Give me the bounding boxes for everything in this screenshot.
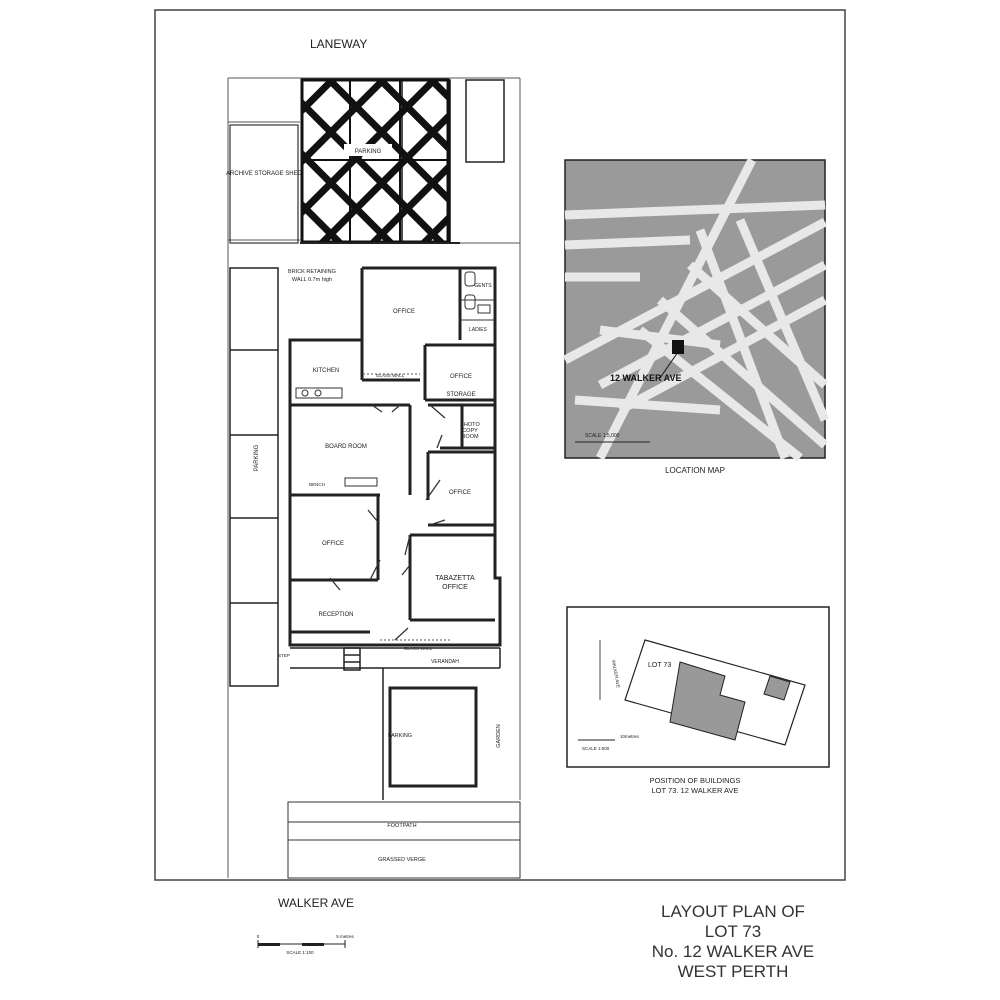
verandah	[290, 647, 501, 671]
archive-shed-label: ARCHIVE STORAGE SHED	[226, 171, 303, 177]
title-line-1: LAYOUT PLAN OF	[661, 902, 805, 921]
pergola-parking: PARKING	[300, 78, 451, 244]
step-label: STEP	[278, 653, 290, 658]
scale-bar	[257, 940, 346, 948]
room-tabazetta-2: OFFICE	[442, 584, 468, 591]
walker-ave-label: WALKER AVE	[278, 896, 354, 910]
position-map-lot: LOT 73	[648, 662, 671, 669]
title-line-4: WEST PERTH	[678, 962, 789, 981]
utility-box	[465, 79, 505, 163]
location-map-scale: SCALE 1:5,000	[585, 433, 620, 439]
position-map	[566, 606, 830, 768]
title-line-2: LOT 73	[705, 922, 761, 941]
retaining-wall-label-2: WALL 0.7m high	[292, 277, 332, 283]
sheet-border	[154, 9, 846, 881]
parking-top-label: PARKING	[355, 149, 382, 155]
room-storage: STORAGE	[446, 392, 475, 398]
street-frontage	[287, 801, 521, 879]
toilet-fixtures	[460, 271, 495, 321]
room-reception: RECEPTION	[318, 612, 353, 618]
location-map-highlight: 12 WALKER AVE	[610, 373, 682, 383]
footpath-label: FOOTPATH	[387, 823, 416, 829]
position-map-street: WALKER AVE	[611, 659, 621, 688]
scale-bar-label: SCALE 1:100	[286, 950, 314, 955]
retaining-wall-label-1: BRICK RETAINING	[288, 269, 336, 275]
room-office-3: OFFICE	[449, 490, 471, 496]
room-photo-copy-2: COPY	[462, 428, 478, 434]
room-tabazetta-1: TABAZETTA	[435, 575, 475, 582]
parking-front-label: PARKING	[388, 733, 412, 739]
room-board-room: BOARD ROOM	[325, 444, 367, 450]
room-kitchen: KITCHEN	[313, 368, 339, 374]
position-map-scale: SCALE 1:500	[582, 746, 610, 751]
location-map-leader	[659, 351, 679, 379]
scale-bar-start: 0	[257, 934, 260, 939]
garden-label: GARDEN	[496, 724, 502, 748]
room-office-2: OFFICE	[450, 374, 472, 380]
glass-wall-label-1: GLASS WALL	[376, 373, 405, 378]
glass-wall-label-2: GLASS WALL	[404, 646, 433, 651]
archive-storage-shed: ARCHIVE STORAGE SHED	[226, 124, 303, 244]
room-office-4: OFFICE	[322, 541, 344, 547]
laneway-label: LANEWAY	[310, 37, 367, 51]
position-map-scale-unit: 10metres	[620, 734, 640, 739]
scale-bar-end: 5 metres	[336, 934, 354, 939]
verandah-label: VERANDAH	[431, 659, 459, 665]
location-map-caption: LOCATION MAP	[665, 466, 725, 475]
room-gents: GENTS	[474, 283, 492, 289]
bench-label: BENCH	[309, 482, 325, 487]
door-swings	[329, 404, 446, 641]
verge-label: GRASSED VERGE	[378, 857, 426, 863]
room-ladies: LADIES	[469, 327, 487, 333]
position-map-caption-1: POSITION OF BUILDINGS	[650, 776, 741, 785]
lot-boundary	[227, 77, 521, 878]
room-office-1: OFFICE	[393, 309, 415, 315]
building-walls	[288, 266, 502, 647]
position-map-caption-2: LOT 73. 12 WALKER AVE	[652, 786, 739, 795]
side-parking	[229, 267, 279, 687]
front-parking	[382, 668, 478, 800]
title-line-3: No. 12 WALKER AVE	[652, 942, 815, 961]
room-photo-copy-3: ROOM	[461, 434, 479, 440]
room-photo-copy-1: PHOTO	[460, 422, 480, 428]
parking-side-label: PARKING	[254, 444, 260, 471]
location-map: SCALE 1:5,000	[562, 157, 830, 462]
kitchen-fixtures	[295, 387, 378, 487]
